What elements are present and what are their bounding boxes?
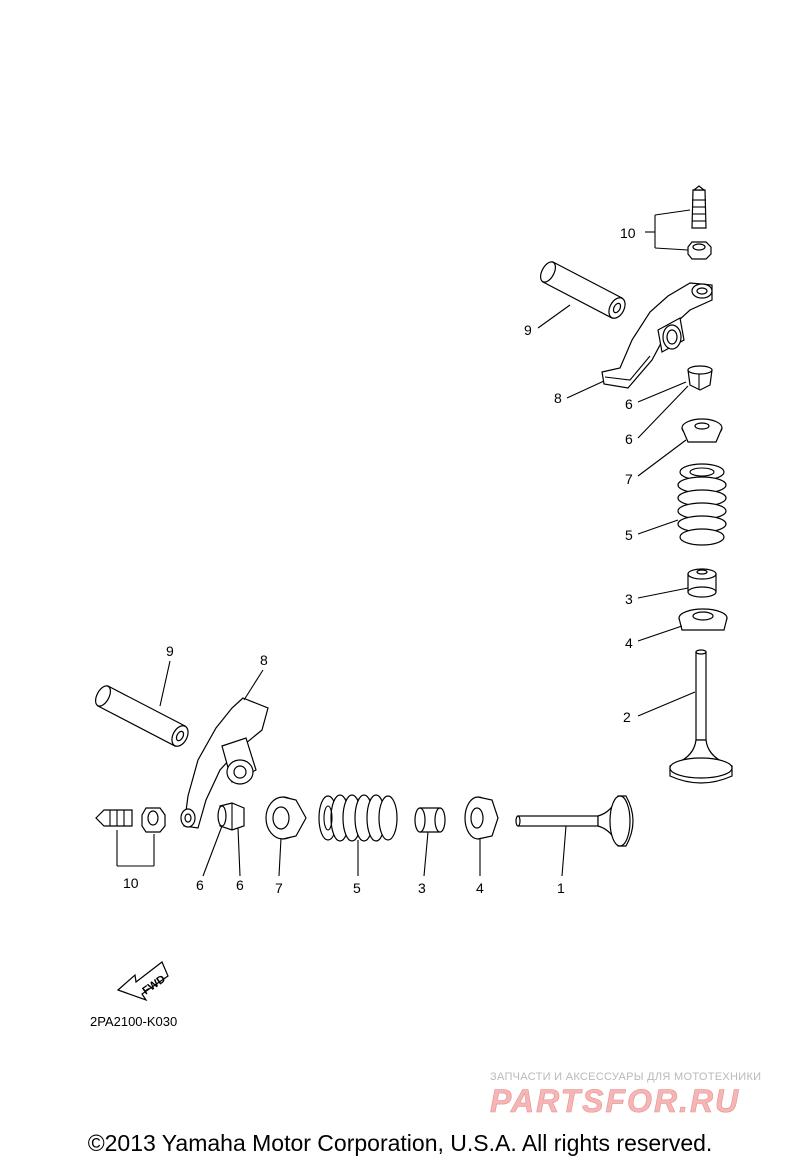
valve-cotters-lower xyxy=(217,802,245,831)
rocker-arm-lower xyxy=(180,697,269,829)
callout-2: 2 xyxy=(623,709,631,725)
valve-cotters-upper xyxy=(687,365,713,391)
callout-4-upper: 4 xyxy=(625,635,633,651)
callout-6-upper-b: 6 xyxy=(625,431,633,447)
adjuster-screw-upper xyxy=(691,185,707,229)
leader-lines xyxy=(159,304,696,877)
stem-seal-upper xyxy=(687,568,717,598)
callout-8-lower: 8 xyxy=(260,652,268,668)
callout-7-lower: 7 xyxy=(275,880,283,896)
fwd-arrow-icon: FWD xyxy=(116,961,169,1002)
rocker-shaft-upper xyxy=(540,261,626,319)
intake-valve xyxy=(669,649,733,784)
callout-3-upper: 3 xyxy=(625,591,633,607)
watermark-tagline: ЗАПЧАСТИ И АКСЕССУАРЫ ДЛЯ МОТОТЕХНИКИ xyxy=(490,1071,762,1083)
stem-seal-lower xyxy=(414,807,446,833)
callout-bracket-10-lower xyxy=(116,830,155,867)
callout-6-upper-a: 6 xyxy=(625,396,633,412)
callout-10-upper: 10 xyxy=(620,225,636,241)
drawing-code: 2PA2100-K030 xyxy=(90,1014,177,1029)
callout-1: 1 xyxy=(557,880,565,896)
callout-bracket-10-upper xyxy=(645,209,691,251)
spring-seat-upper xyxy=(678,608,728,631)
copyright-notice: ©2013 Yamaha Motor Corporation, U.S.A. A… xyxy=(87,1130,713,1156)
callout-9-upper: 9 xyxy=(524,322,532,338)
locknut-lower xyxy=(141,807,166,833)
adjuster-screw-lower xyxy=(95,809,133,827)
valve-spring-lower xyxy=(318,794,398,842)
valve-spring-upper xyxy=(677,463,727,546)
callout-4-lower: 4 xyxy=(476,880,484,896)
locknut-upper xyxy=(687,241,712,260)
exhaust-valve xyxy=(515,795,634,847)
callout-8-upper: 8 xyxy=(554,390,562,406)
callout-10-lower: 10 xyxy=(123,875,139,891)
rocker-shaft-lower xyxy=(95,685,189,747)
valve-retainer-upper xyxy=(681,418,723,443)
spring-seat-lower xyxy=(464,796,499,840)
watermark-logo: PARTSFOR.RU xyxy=(490,1083,740,1120)
callout-5-upper: 5 xyxy=(625,527,633,543)
callout-6-lower-a: 6 xyxy=(196,877,204,893)
callout-7-upper: 7 xyxy=(625,471,633,487)
callout-6-lower-b: 6 xyxy=(236,877,244,893)
rocker-arm-upper xyxy=(601,282,713,389)
callout-3-lower: 3 xyxy=(418,880,426,896)
callout-5-lower: 5 xyxy=(353,880,361,896)
valve-retainer-lower xyxy=(265,796,307,840)
callout-9-lower: 9 xyxy=(166,643,174,659)
watermark-logo-text: PARTSFOR.RU xyxy=(490,1083,740,1119)
